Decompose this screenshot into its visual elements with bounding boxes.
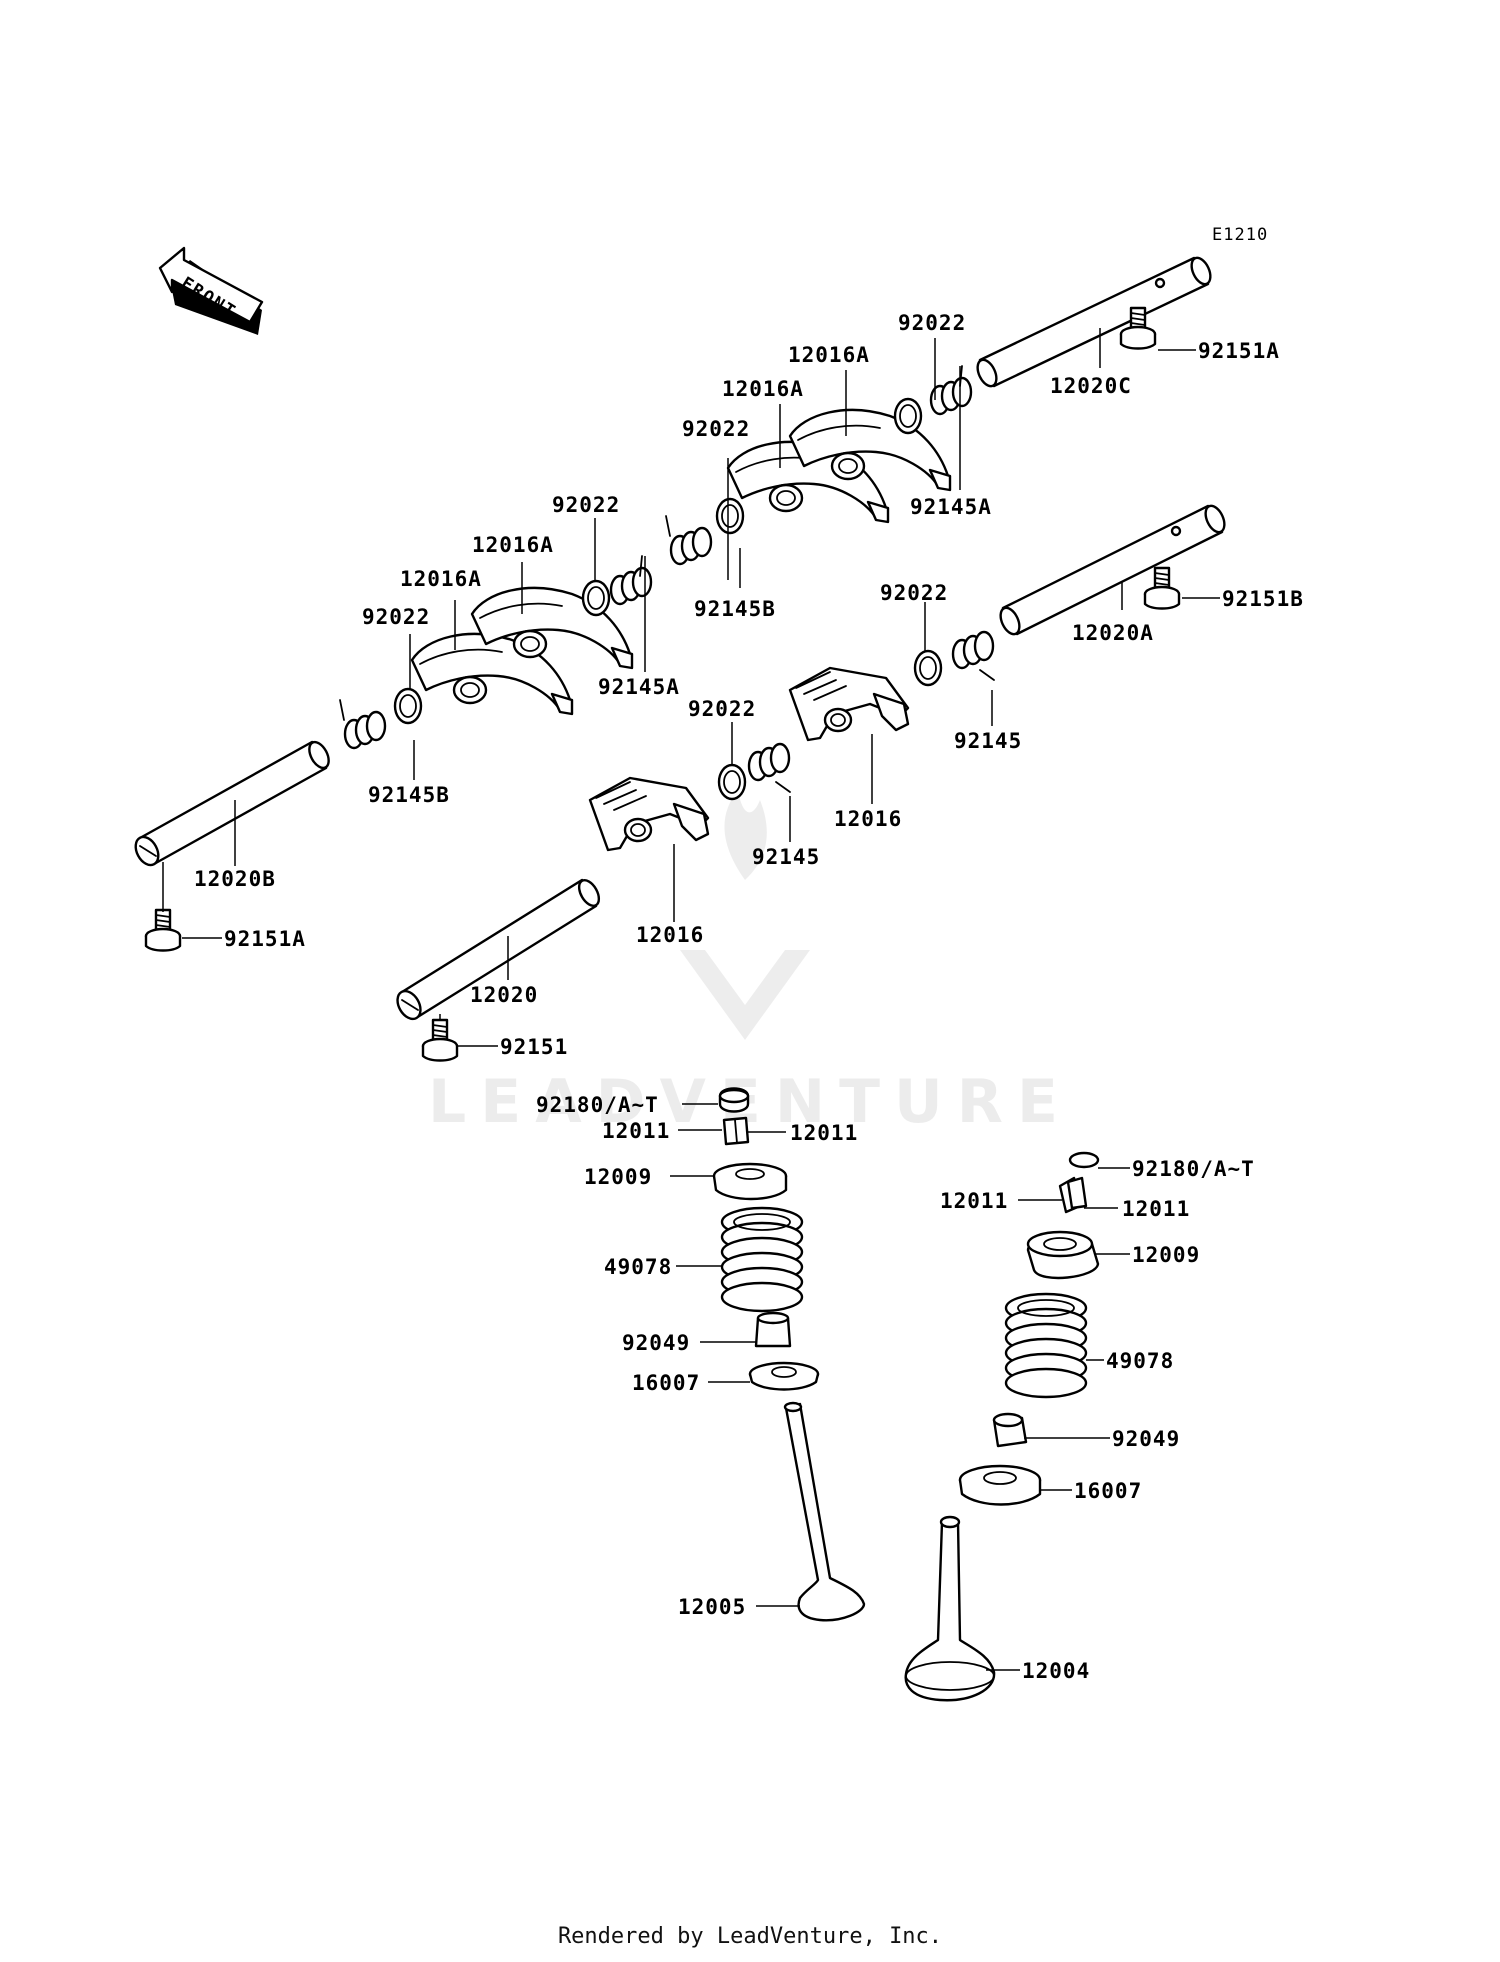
label-12020B: 12020B [194, 867, 276, 891]
label-12016A: 12016A [722, 377, 804, 401]
label-12011: 12011 [602, 1119, 670, 1143]
label-49078: 49078 [1106, 1349, 1174, 1373]
label-12011: 12011 [790, 1121, 858, 1145]
label-92151A: 92151A [224, 927, 306, 951]
label-12020A: 12020A [1072, 621, 1154, 645]
spring-92145-mid [747, 742, 791, 793]
rocker-shaft-12020A [999, 504, 1226, 636]
leader-lines [162, 328, 1220, 1671]
label-92145B: 92145B [368, 783, 450, 807]
label-92145B: 92145B [694, 597, 776, 621]
rocker-arm-12016-right [788, 666, 910, 742]
rocker-shaft-12020 [396, 878, 601, 1021]
spring-92145A-top [929, 365, 973, 416]
label-12009: 12009 [1132, 1243, 1200, 1267]
washer-92022-a [581, 579, 611, 617]
label-12016: 12016 [636, 923, 704, 947]
label-16007: 16007 [1074, 1479, 1142, 1503]
label-12016: 12016 [834, 807, 902, 831]
washer-92022-d [913, 649, 943, 687]
label-92145: 92145 [954, 729, 1022, 753]
diagram-code: E1210 [1212, 225, 1268, 245]
label-16007: 16007 [632, 1371, 700, 1395]
label-12020C: 12020C [1050, 374, 1132, 398]
label-12016A: 12016A [400, 567, 482, 591]
label-12011: 12011 [940, 1189, 1008, 1213]
footer-credit: Rendered by LeadVenture, Inc. [557, 1924, 943, 1949]
spring-92145A-mid [609, 555, 653, 606]
label-92022: 92022 [898, 311, 966, 335]
label-92022: 92022 [552, 493, 620, 517]
bolt-92151A-left [144, 908, 182, 952]
label-92151: 92151 [500, 1035, 568, 1059]
label-12011: 12011 [1122, 1197, 1190, 1221]
label-92151A: 92151A [1198, 339, 1280, 363]
label-12016A: 12016A [472, 533, 554, 557]
rocker-arm-12016-left [588, 776, 710, 852]
label-92180-a-t: 92180/A~T [1132, 1157, 1255, 1181]
washer-92022-e [717, 763, 747, 801]
part-labels: 92022 12016A 12016A 92022 12020C 92151A … [194, 311, 1304, 1683]
label-12020: 12020 [470, 983, 538, 1007]
label-92145: 92145 [752, 845, 820, 869]
label-92145A: 92145A [598, 675, 680, 699]
label-92022: 92022 [682, 417, 750, 441]
valve-assembly-right [904, 1151, 1100, 1702]
leadventure-watermark [680, 790, 810, 1040]
label-92049: 92049 [1112, 1427, 1180, 1451]
watermark-text: LEADVENTURE [428, 1067, 1072, 1137]
washer-92022-top [893, 397, 923, 435]
rocker-shaft-12020B [134, 740, 330, 867]
label-49078: 49078 [604, 1255, 672, 1279]
label-92151B: 92151B [1222, 587, 1304, 611]
spring-92145-right [951, 630, 995, 681]
label-92022: 92022 [688, 697, 756, 721]
front-arrow-icon: FRONT [158, 246, 264, 335]
valve-assembly-left [712, 1087, 866, 1622]
washer-92022-left [393, 687, 423, 725]
rocker-arm-12016A-1 [410, 632, 574, 716]
bolt-92151B [1143, 566, 1181, 610]
label-12016A: 12016A [788, 343, 870, 367]
rocker-shaft-12020C [976, 256, 1212, 388]
label-92180-a-t: 92180/A~T [536, 1093, 659, 1117]
label-92022: 92022 [880, 581, 948, 605]
label-12009: 12009 [584, 1165, 652, 1189]
label-92022: 92022 [362, 605, 430, 629]
label-12005: 12005 [678, 1595, 746, 1619]
spring-92145B-left [339, 699, 387, 750]
label-92049: 92049 [622, 1331, 690, 1355]
bolt-92151 [421, 1018, 459, 1062]
label-92145A: 92145A [910, 495, 992, 519]
washer-92022-b [715, 497, 745, 535]
label-12004: 12004 [1022, 1659, 1090, 1683]
spring-92145B-mid [665, 515, 713, 566]
